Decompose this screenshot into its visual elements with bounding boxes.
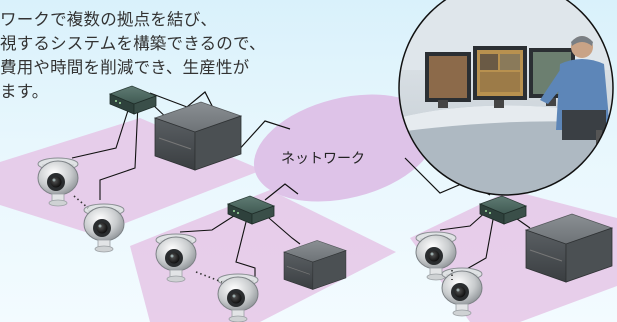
description-line-1: ワークで複数の拠点を結び、 [0, 10, 218, 29]
site-platform-center [130, 190, 396, 322]
description-line-3: 費用や時間を削減でき、生産性が [0, 58, 250, 77]
camera-link-dots [73, 195, 89, 209]
camera-link-dots [195, 271, 223, 283]
description-line-4: ます。 [0, 82, 49, 101]
monitoring-operator-photo [398, 0, 614, 196]
description-line-2: 視するシステムを構築できるので、 [0, 34, 266, 53]
network-label: ネットワーク [281, 151, 365, 167]
site-center [155, 195, 347, 322]
site-right [415, 195, 613, 317]
network-hub-icon [109, 85, 157, 115]
site-left [37, 85, 242, 253]
description-text: ワークで複数の拠点を結び、 視するシステムを構築できるので、 費用や時間を削減で… [0, 8, 360, 104]
network-cloud [253, 94, 437, 202]
security-camera-icon [83, 203, 125, 253]
